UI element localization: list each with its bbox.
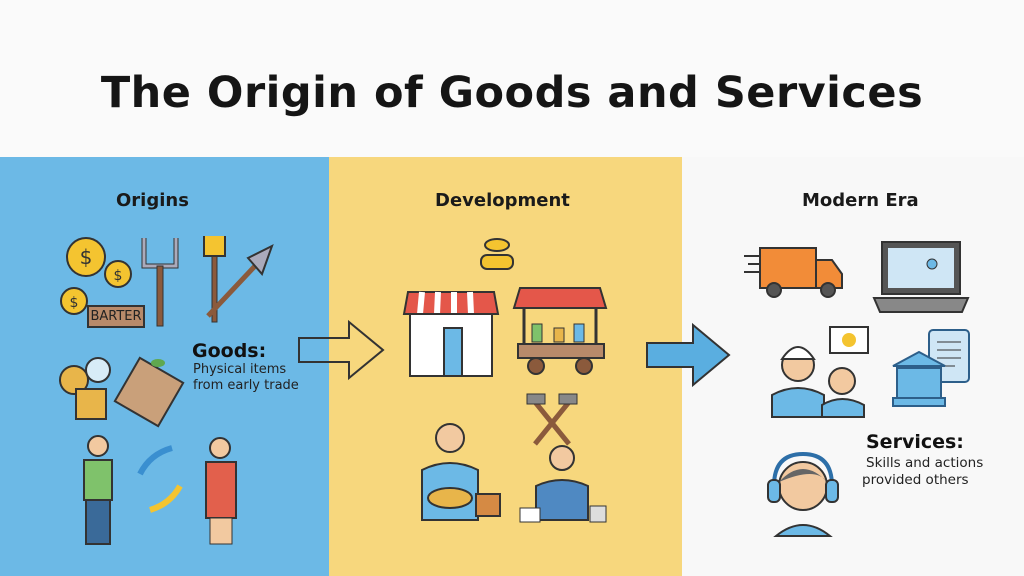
services-description: Skills and actions provided others — [862, 455, 983, 489]
svg-text:$: $ — [114, 268, 123, 284]
page-title: The Origin of Goods and Services — [100, 68, 924, 118]
development-heading: Development — [435, 190, 570, 211]
barter-people-icon — [83, 435, 237, 545]
hammer-and-axe-icon — [526, 393, 578, 446]
arrow-right-icon — [298, 319, 385, 381]
services-desc-line: provided others — [862, 472, 969, 488]
doctor-and-nurse-icon — [771, 326, 869, 418]
trade-goods-icon — [59, 356, 185, 428]
services-label: Services: — [866, 431, 964, 453]
shop-icon — [402, 291, 500, 377]
arrow-right-icon — [646, 322, 731, 388]
barter-sign: BARTER — [87, 305, 145, 328]
goods-desc-line: from early trade — [193, 378, 299, 393]
svg-text:$: $ — [70, 295, 79, 311]
call-center-agent-icon — [767, 451, 839, 537]
artisans-icon — [421, 423, 607, 523]
development-panel — [329, 157, 682, 576]
coin-stack-icon — [480, 238, 514, 270]
goods-description: Physical items from early trade — [193, 362, 299, 394]
coins-icon: $ $ $ — [60, 237, 132, 315]
laptop-icon — [872, 241, 970, 313]
svg-text:$: $ — [80, 245, 93, 269]
modern-era-heading: Modern Era — [802, 190, 919, 211]
origins-heading: Origins — [116, 190, 189, 211]
delivery-truck-icon — [744, 247, 843, 298]
market-cart-icon — [512, 287, 608, 375]
goods-label: Goods: — [192, 340, 267, 362]
bank-and-document-icon — [892, 329, 970, 407]
services-desc-line: Skills and actions — [866, 455, 984, 471]
goods-desc-line: Physical items — [193, 362, 287, 377]
pitchfork-icon — [141, 238, 179, 327]
shovel-and-fork-icon — [203, 236, 274, 323]
